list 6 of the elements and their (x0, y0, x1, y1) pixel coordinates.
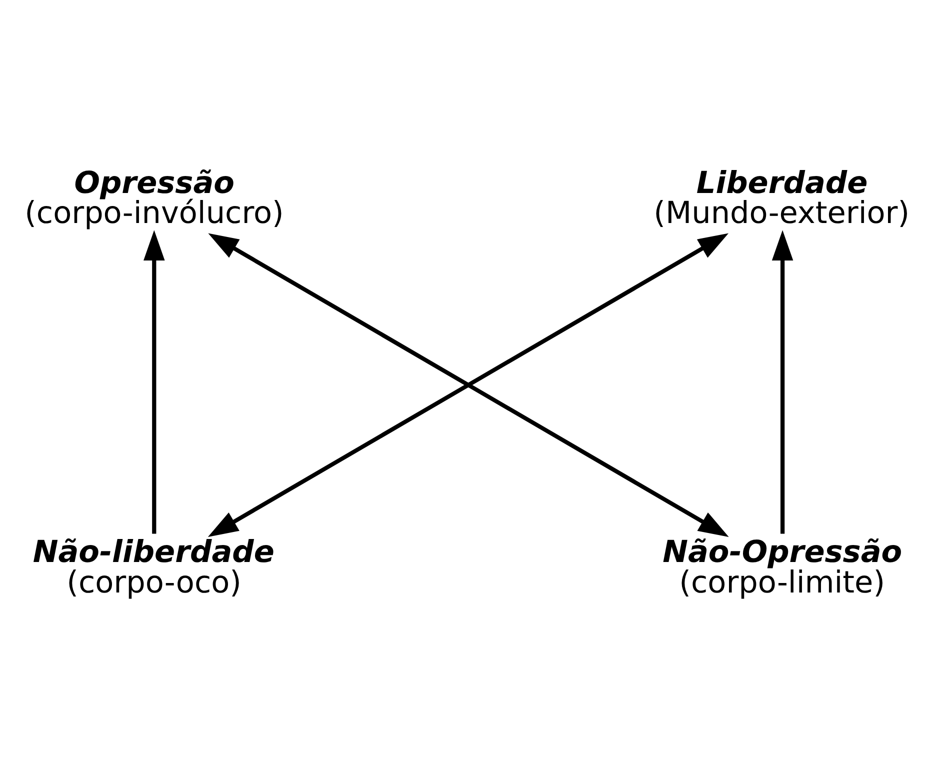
node-text: Liberdade (Mundo-exterior) (654, 165, 910, 231)
arrow (772, 230, 794, 534)
node-text: Não-liberdade (corpo-oco) (32, 534, 274, 600)
node-text: Não-Opressão (corpo-limite) (662, 534, 902, 600)
arrow (144, 230, 165, 534)
node-text: Opressão (corpo-invólucro) (24, 165, 284, 231)
